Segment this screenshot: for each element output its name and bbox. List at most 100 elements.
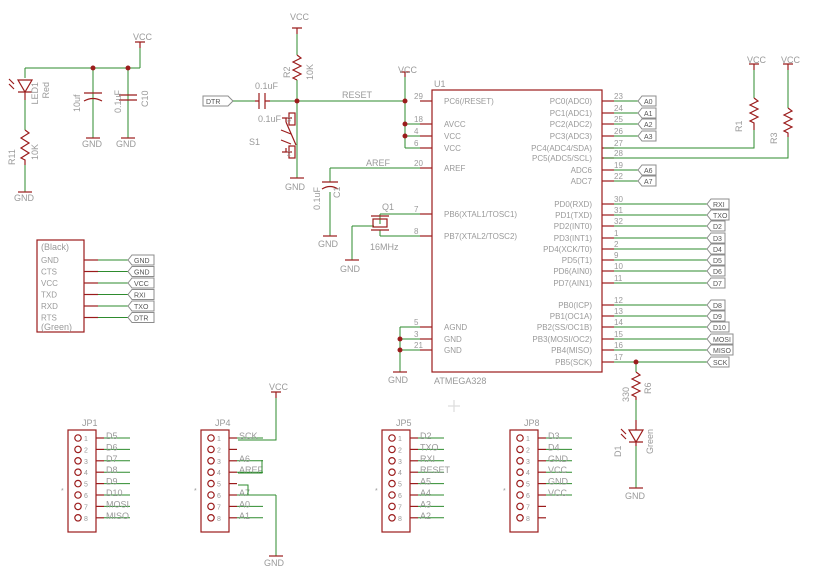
svg-text:DTR: DTR bbox=[206, 99, 220, 106]
pin-number: 9 bbox=[614, 251, 619, 260]
pin-name: PB6(XTAL1/TOSC1) bbox=[444, 210, 517, 219]
ftdi-bottom-label: (Green) bbox=[41, 322, 72, 332]
svg-text:GND: GND bbox=[285, 182, 306, 192]
header-pin-label: D3 bbox=[548, 431, 560, 441]
net-label-text: A0 bbox=[644, 99, 653, 106]
chip-name: ATMEGA328 bbox=[434, 376, 486, 386]
header-pin-label: D10 bbox=[106, 488, 123, 498]
header-pin-label: A0 bbox=[239, 499, 250, 509]
pin-number: 27 bbox=[614, 139, 623, 148]
pin-number: 22 bbox=[614, 172, 623, 181]
net-label-text: DTR bbox=[134, 316, 148, 323]
pin-number: 17 bbox=[614, 353, 623, 362]
vcc-symbol: VCC bbox=[398, 65, 418, 77]
r6-resistor: 330 R6 bbox=[621, 371, 653, 402]
svg-text:8: 8 bbox=[398, 516, 402, 523]
pin-number: 29 bbox=[414, 92, 423, 101]
svg-text:1: 1 bbox=[217, 436, 221, 443]
net-label-text: D10 bbox=[713, 325, 726, 332]
header-pin-label: TXO bbox=[420, 442, 439, 452]
pin-name: PB3(MOSI/OC2) bbox=[532, 335, 592, 344]
pin-number: 4 bbox=[414, 127, 419, 136]
svg-text:VCC: VCC bbox=[133, 32, 153, 42]
pin-name: PC4(ADC4/SDA) bbox=[531, 144, 592, 153]
header-pin-label: AREF bbox=[239, 465, 264, 475]
c1-aref-capacitor: 0.1uF C1 bbox=[312, 181, 342, 210]
svg-text:RESET: RESET bbox=[342, 90, 373, 100]
sck-led-block: 330 R6 D1 Green GND bbox=[613, 359, 655, 501]
header-pin-label: A1 bbox=[239, 511, 250, 521]
header-pin-label: A7 bbox=[239, 488, 250, 498]
pin-name: GND bbox=[444, 346, 462, 355]
svg-text:*: * bbox=[503, 488, 506, 495]
pin-number: 5 bbox=[414, 318, 419, 327]
net-label: RXI bbox=[127, 289, 155, 300]
net-label-text: A1 bbox=[644, 111, 653, 118]
net-label-text: A2 bbox=[644, 122, 653, 129]
pin-number: 15 bbox=[614, 330, 623, 339]
pin-number: 3 bbox=[414, 330, 419, 339]
header-ref: JP5 bbox=[396, 418, 412, 428]
pin-number: 12 bbox=[614, 296, 623, 305]
pin-number: 7 bbox=[414, 205, 419, 214]
svg-text:VCC: VCC bbox=[290, 12, 310, 22]
svg-text:8: 8 bbox=[526, 516, 530, 523]
atmega328-chip: U1 ATMEGA328 29PC6(/RESET)18AVCC4VCC6VCC… bbox=[414, 79, 734, 412]
pin-name: PB7(XTAL2/TOSC2) bbox=[444, 232, 517, 241]
header-pin-label: VCC bbox=[548, 465, 568, 475]
ftdi-pin-name: GND bbox=[41, 256, 59, 265]
gnd-symbol: GND bbox=[264, 555, 285, 568]
net-label-text: D5 bbox=[713, 258, 722, 265]
net-label-text: SCK bbox=[713, 360, 728, 367]
pin-name: PC6(/RESET) bbox=[444, 97, 494, 106]
svg-text:R3: R3 bbox=[769, 132, 779, 144]
net-label: A2 bbox=[637, 118, 657, 130]
svg-text:2: 2 bbox=[217, 447, 221, 454]
net-label: GND bbox=[127, 266, 155, 277]
pin-name: PD7(AIN1) bbox=[553, 279, 592, 288]
pin-number: 14 bbox=[614, 318, 623, 327]
net-label: A3 bbox=[637, 130, 657, 142]
pin-name: PB5(SCK) bbox=[555, 358, 592, 367]
svg-text:3: 3 bbox=[84, 459, 88, 466]
svg-text:3: 3 bbox=[217, 459, 221, 466]
pin-name: GND bbox=[444, 335, 462, 344]
c10-capacitor: 0.1uF C10 bbox=[113, 89, 150, 113]
svg-text:VCC: VCC bbox=[747, 55, 767, 65]
svg-text:2: 2 bbox=[84, 447, 88, 454]
pin-name: AGND bbox=[444, 323, 467, 332]
chip-pin: PC4(ADC4/SDA) 27 bbox=[531, 139, 623, 153]
svg-text:330: 330 bbox=[621, 387, 631, 402]
svg-text:1: 1 bbox=[526, 436, 530, 443]
net-label-text: A6 bbox=[644, 168, 653, 175]
header-pin-label: RESET bbox=[420, 465, 451, 475]
vcc-symbol: VCC bbox=[781, 55, 801, 70]
svg-text:2: 2 bbox=[287, 151, 291, 158]
chip-pin: PD5(T1)9D5 bbox=[562, 251, 726, 266]
net-label-text: MISO bbox=[713, 348, 731, 355]
r3-resistor: R3 bbox=[769, 107, 794, 144]
gnd-symbol: GND bbox=[82, 137, 103, 149]
svg-text:7: 7 bbox=[526, 504, 530, 511]
svg-text:8: 8 bbox=[84, 516, 88, 523]
gnd-symbol: GND bbox=[285, 177, 306, 192]
header-pin-label: D4 bbox=[548, 442, 560, 452]
chip-ref: U1 bbox=[434, 79, 446, 89]
